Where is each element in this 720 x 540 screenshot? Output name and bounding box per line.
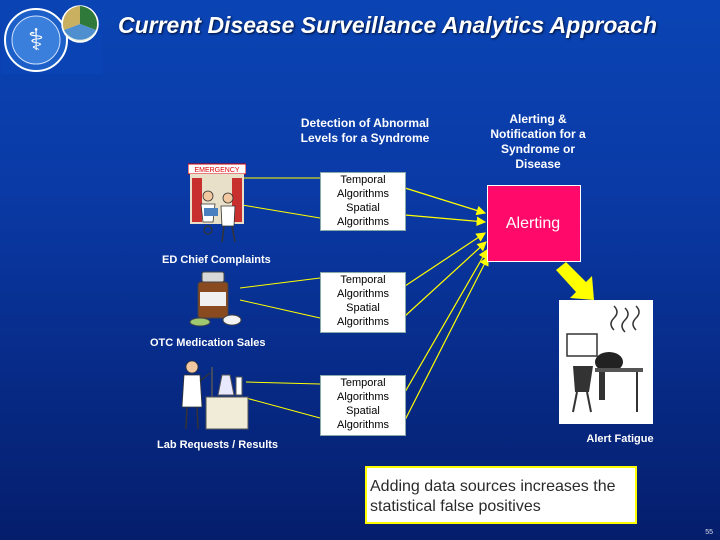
alerting-box-label: Alerting	[505, 215, 561, 232]
spatial-algorithms-label: Spatial Algorithms	[337, 202, 389, 228]
algo1-to-alert-arrow-2	[404, 214, 487, 227]
lab-to-algo-line-1	[245, 381, 321, 385]
algorithm-box-3: Temporal Algorithms Spatial Algorithms	[320, 375, 406, 436]
medication-bottle-icon	[189, 271, 242, 327]
temporal-algorithms-label: Temporal Algorithms	[337, 377, 389, 403]
temporal-algorithms-label: Temporal Algorithms	[337, 174, 389, 200]
ed-chief-complaints-label: ED Chief Complaints	[162, 254, 271, 266]
algo2-to-alert-arrow-2	[404, 241, 487, 317]
spatial-algorithms-label: Spatial Algorithms	[337, 302, 389, 328]
lab-requests-results-label: Lab Requests / Results	[157, 439, 279, 451]
algo3-to-alert-arrow-2	[404, 255, 489, 421]
spatial-algorithms-label: Spatial Algorithms	[337, 405, 389, 431]
organization-logo: ⚕	[2, 2, 102, 74]
alert-fatigue-illustration	[559, 300, 653, 424]
ed-to-algo-line-2	[241, 204, 321, 219]
algorithm-box-1: Temporal Algorithms Spatial Algorithms	[320, 172, 406, 231]
alerting-box	[487, 185, 581, 262]
otc-to-algo-line-1	[239, 277, 321, 289]
lab-to-algo-line-2	[245, 397, 321, 419]
algorithm-box-2: Temporal Algorithms Spatial Algorithms	[320, 272, 406, 333]
svg-text:⚕: ⚕	[28, 23, 44, 58]
slide-title: Current Disease Surveillance Analytics A…	[118, 12, 657, 38]
down-arrow-icon	[556, 262, 594, 300]
alerting-header: Alerting & Notification for a Syndrome o…	[490, 112, 586, 171]
temporal-algorithms-label: Temporal Algorithms	[337, 274, 389, 300]
laboratory-illustration	[181, 360, 249, 430]
alert-fatigue-label: Alert Fatigue	[586, 433, 654, 445]
false-positives-callout: Adding data sources increases the statis…	[365, 466, 637, 524]
otc-medication-sales-label: OTC Medication Sales	[150, 337, 266, 349]
algo1-to-alert-arrow-1	[404, 187, 487, 216]
algo3-to-alert-arrow-1	[404, 248, 488, 393]
algo2-to-alert-arrow-1	[404, 232, 487, 287]
page-number: 55	[705, 529, 713, 536]
detection-header: Detection of Abnormal Levels for a Syndr…	[300, 116, 430, 145]
emergency-room-illustration: EMERGENCY	[188, 163, 246, 243]
emergency-sign: EMERGENCY	[194, 167, 239, 174]
otc-to-algo-line-2	[239, 299, 321, 319]
